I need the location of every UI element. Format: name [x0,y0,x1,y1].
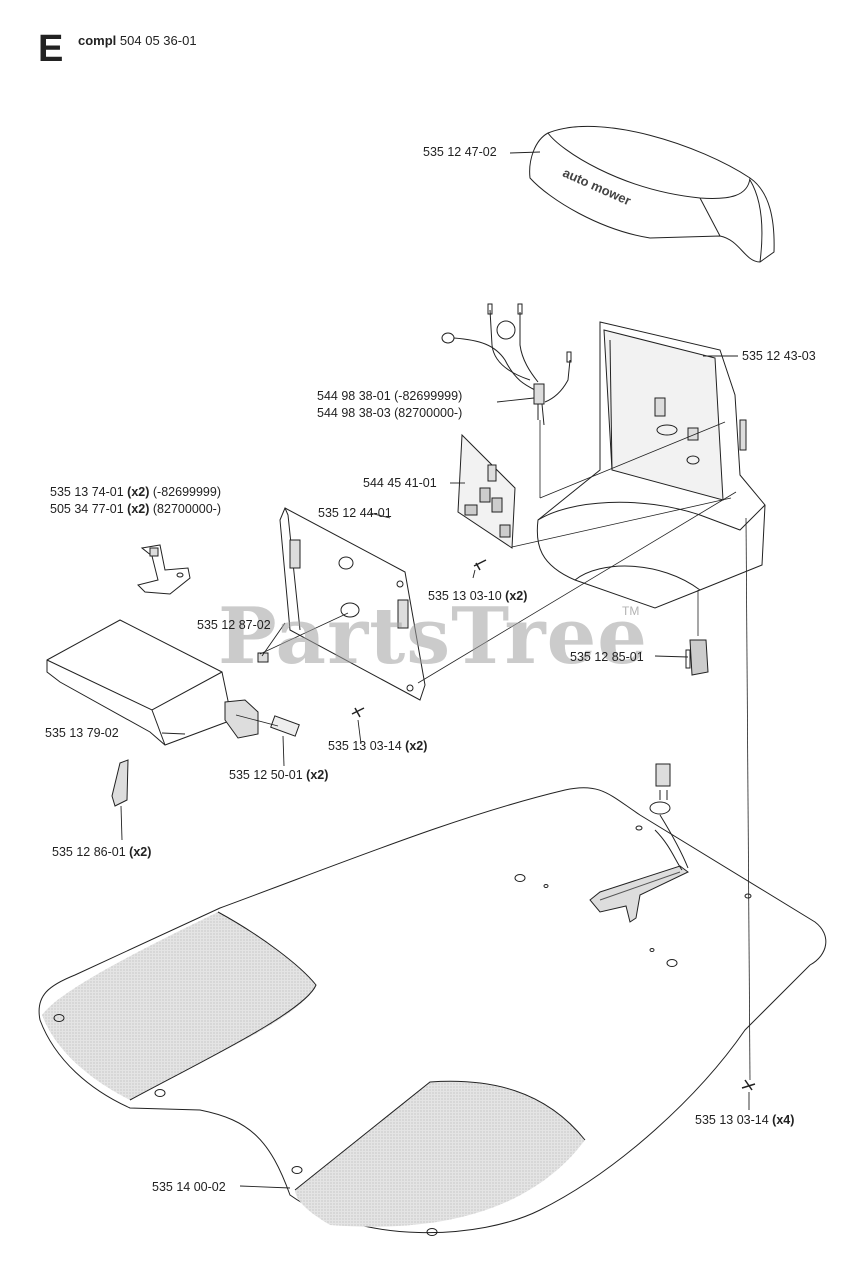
label-pcb[interactable]: 544 45 41-01 [363,476,437,490]
tray-part [46,619,259,746]
circuit-board-part [457,433,516,549]
label-spacer[interactable]: 535 12 50-01 (x2) [229,768,329,782]
label-screw-2[interactable]: 535 13 03-14 (x2) [328,739,428,753]
label-cover[interactable]: 535 12 47-02 [423,145,497,159]
leader-lines [120,151,750,1189]
alignment-lines [235,420,751,1081]
top-cover-part: auto mower [529,125,775,263]
label-screw-1[interactable]: 535 13 03-10 (x2) [428,589,528,603]
section-letter: E [38,28,64,70]
label-bracket-2[interactable]: 505 34 77-01 (x2) (82700000-) [50,502,221,516]
bracket-part [137,544,191,595]
compl-word: compl [78,33,117,48]
housing-part [536,321,766,609]
watermark: PartsTree [218,591,648,682]
mounting-plate-part [279,507,426,701]
label-strip[interactable]: 535 12 86-01 (x2) [52,845,152,859]
base-plate-part [38,763,827,1236]
label-harness-2[interactable]: 544 98 38-03 (82700000-) [317,406,463,420]
wire-harness-part [441,303,572,426]
connector-part [685,639,709,676]
label-housing[interactable]: 535 12 43-03 [742,349,816,363]
label-bracket-1[interactable]: 535 13 74-01 (x2) (-82699999) [50,485,221,499]
fasteners [257,559,756,1091]
label-base[interactable]: 535 14 00-02 [152,1180,226,1194]
label-pin[interactable]: 535 12 87-02 [197,618,271,632]
label-screw-4[interactable]: 535 13 03-14 (x4) [695,1113,795,1127]
label-plate[interactable]: 535 12 44-01 [318,506,392,520]
watermark-tm: TM [622,604,640,618]
assembly-number: compl 504 05 36-01 [78,33,197,48]
label-connector[interactable]: 535 12 85-01 [570,650,644,664]
label-tray[interactable]: 535 13 79-02 [45,726,119,740]
strip-part [111,759,129,807]
label-harness-1[interactable]: 544 98 38-01 (-82699999) [317,389,463,403]
compl-number: 504 05 36-01 [119,33,197,48]
